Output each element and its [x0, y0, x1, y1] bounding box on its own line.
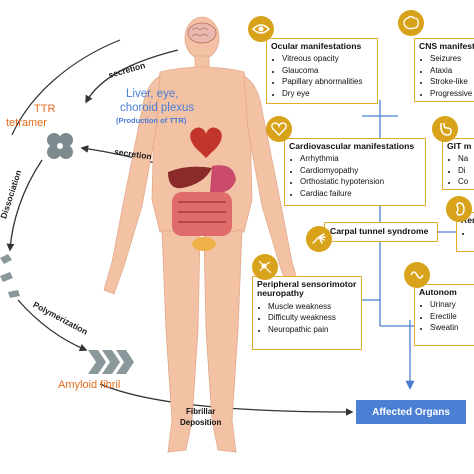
peripheral-list: Muscle weakness Difficulty weakness Neur… [257, 301, 357, 336]
peripheral-item: Difficulty weakness [268, 312, 357, 324]
autonomic-manifestations-box: Autonom Urinary Erectile Sweatin [414, 284, 474, 346]
ocular-list: Vitreous opacity Glaucoma Papillary abno… [271, 53, 373, 99]
deposition-arrow [99, 383, 354, 416]
ocular-item: Papillary abnormalities [282, 76, 373, 88]
intestines-organ [172, 192, 232, 251]
carpal-title: Carpal tunnel syndrome [330, 226, 429, 236]
liver-eye-label-line3: (Production of TTR) [116, 116, 187, 125]
liver-eye-label-line2: choroid plexus [120, 102, 195, 114]
polymerization-arrow [17, 299, 88, 352]
left-loop-arc [11, 39, 121, 136]
cardio-item: Cardiomyopathy [300, 165, 421, 177]
liver-eye-label-line1: Liver, eye, [126, 88, 179, 100]
dissociation-arrow [6, 159, 43, 252]
cardiovascular-manifestations-box: Cardiovascular manifestations Arrhythmia… [284, 138, 426, 206]
fibrillar-deposition-line2: Deposition [180, 418, 222, 427]
autonomic-list: Urinary Erectile Sweatin [419, 299, 474, 334]
nerve-icon [404, 262, 430, 288]
cns-manifestations-box: CNS manifest Seizures Ataxia Stroke-like… [414, 38, 474, 102]
carpal-tunnel-box: Carpal tunnel syndrome [324, 222, 438, 242]
peripheral-item: Muscle weakness [268, 301, 357, 313]
ocular-item: Vitreous opacity [282, 53, 373, 65]
git-list: Na Di Co [447, 153, 474, 188]
autonomic-item: Erectile [430, 311, 474, 323]
cardio-item: Arrhythmia [300, 153, 421, 165]
amyloid-fibril-label: Amyloid fibril [58, 379, 121, 391]
heart-organ [190, 127, 222, 158]
cardio-list: Arrhythmia Cardiomyopathy Orthostatic hy… [289, 153, 421, 199]
brain-icon [398, 10, 424, 36]
ocular-item: Glaucoma [282, 65, 373, 77]
stomach-icon [432, 116, 458, 142]
cardio-title: Cardiovascular manifestations [289, 141, 415, 151]
brain-organ [187, 22, 217, 44]
ocular-title: Ocular manifestations [271, 41, 362, 51]
cardio-item: Cardiac failure [300, 188, 421, 200]
neuron-icon [252, 254, 278, 280]
secretion-arrow-top [85, 49, 179, 104]
ocular-item: Dry eye [282, 88, 373, 100]
git-item: Na [458, 153, 474, 165]
amyloid-fibril-icon [88, 350, 134, 374]
git-item: Di [458, 165, 474, 177]
eye-icon [248, 16, 274, 42]
fibrillar-deposition-line1: Fibrillar [186, 407, 216, 416]
ttr-monomers-icon [0, 254, 20, 298]
autonomic-title: Autonom [419, 287, 457, 297]
affected-organs-box: Affected Organs [356, 400, 466, 424]
cns-title: CNS manifest [419, 41, 474, 51]
autonomic-item: Sweatin [430, 322, 474, 334]
ttr-tetramer-label-line1: TTR [34, 103, 56, 115]
peripheral-title-line1: Peripheral sensorimotor [257, 279, 357, 289]
cns-item: Stroke-like [430, 76, 474, 88]
ttr-tetramer-icon [47, 133, 73, 159]
peripheral-title-line2: neuropathy [257, 288, 304, 299]
renal-title: Ren [461, 215, 474, 225]
cns-item: Seizures [430, 53, 474, 65]
git-title: GIT m [447, 141, 472, 151]
liver-organ [168, 166, 212, 189]
hand-icon [306, 226, 332, 252]
git-manifestations-box: GIT m Na Di Co [442, 138, 474, 190]
stomach-organ [210, 165, 236, 193]
renal-list [461, 227, 474, 239]
cardio-item: Orthostatic hypotension [300, 176, 421, 188]
ttr-tetramer-label-line2: tetramer [6, 117, 47, 129]
peripheral-item: Neuropathic pain [268, 324, 357, 336]
cns-list: Seizures Ataxia Stroke-like Progressive [419, 53, 474, 99]
peripheral-neuropathy-box: Peripheral sensorimotor neuropathy Muscl… [252, 276, 362, 350]
git-item: Co [458, 176, 474, 188]
cns-item: Ataxia [430, 65, 474, 77]
kidney-icon [446, 196, 472, 222]
cns-item: Progressive [430, 88, 474, 100]
autonomic-item: Urinary [430, 299, 474, 311]
heart-icon [266, 116, 292, 142]
ocular-manifestations-box: Ocular manifestations Vitreous opacity G… [266, 38, 378, 104]
